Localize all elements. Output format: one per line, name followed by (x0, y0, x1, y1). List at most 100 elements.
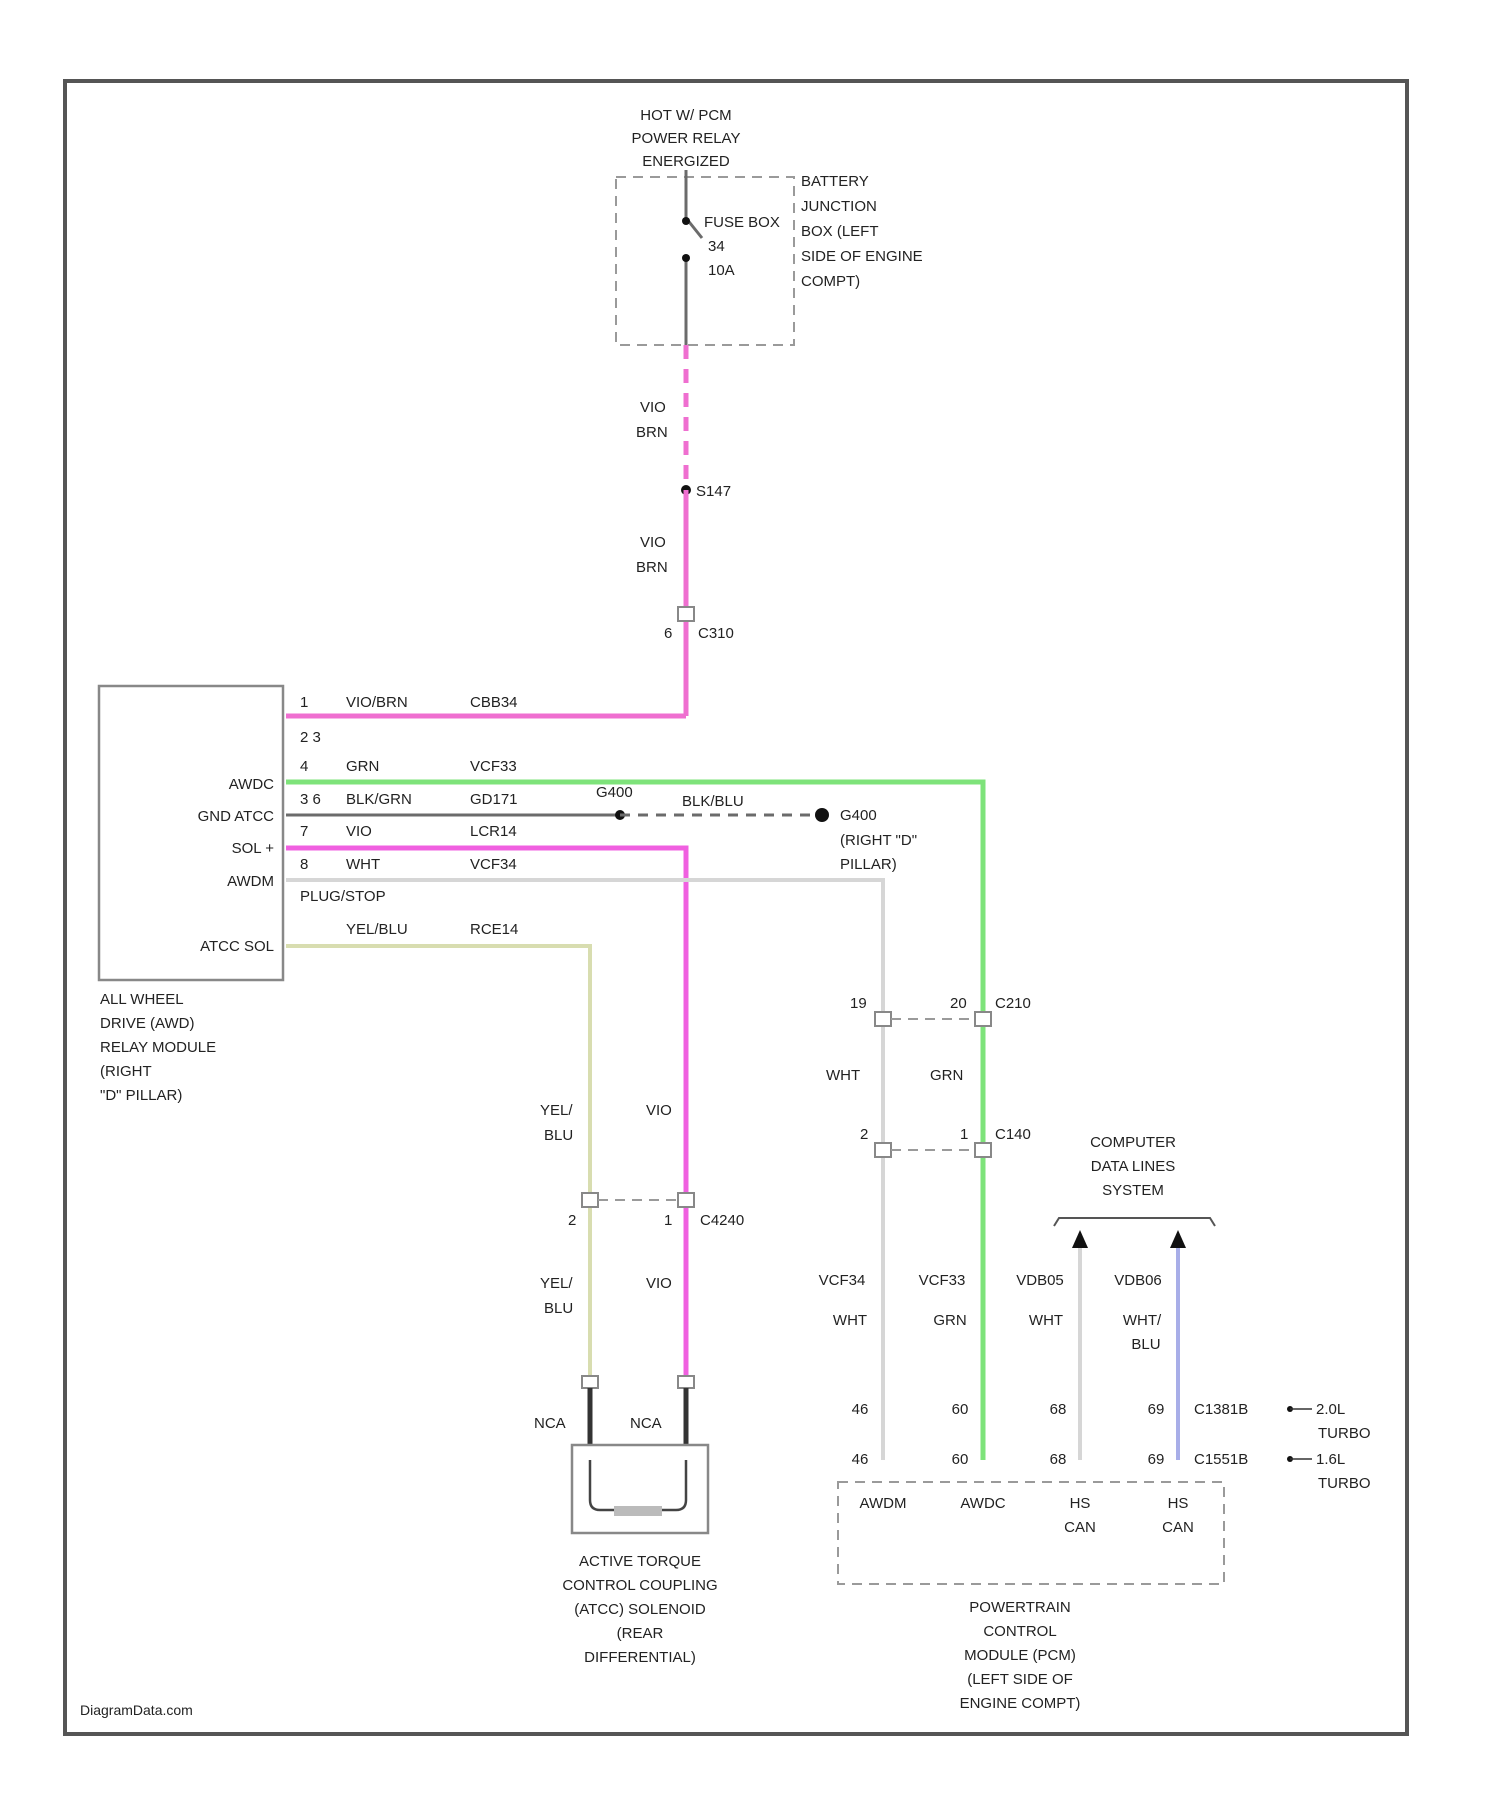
pcm-color-2: GRN (933, 1312, 966, 1329)
ground-wire-label: BLK/BLU (682, 793, 744, 810)
bjb-label-3: BOX (LEFT (801, 223, 879, 240)
c140-label: C140 (995, 1126, 1031, 1143)
pcm-label-5: ENGINE COMPT) (960, 1695, 1081, 1712)
cdl-arrow-a (1072, 1230, 1088, 1248)
pin-7-num: 7 (300, 823, 308, 840)
pcm-row2-pin-3: 68 (1050, 1451, 1067, 1468)
c210-wire-a: WHT (826, 1067, 860, 1084)
awd-pin-gnd-atcc: GND ATCC (198, 808, 275, 825)
nca-b: NCA (630, 1415, 662, 1432)
variant-1-a: 2.0L (1316, 1401, 1345, 1418)
yel-blu-lower-2: BLU (544, 1300, 573, 1317)
pcm-circuit-2: VCF33 (919, 1272, 966, 1289)
c210-pin-a (875, 1012, 891, 1026)
pin-7-color: VIO (346, 823, 372, 840)
cdl-label-3: SYSTEM (1102, 1182, 1164, 1199)
pin-4-num: 4 (300, 758, 308, 775)
c4240-pin-b-num: 1 (664, 1212, 672, 1229)
pcm-label-3: MODULE (PCM) (964, 1647, 1076, 1664)
bjb-label-5: COMPT) (801, 273, 860, 290)
awd-pin-awdc: AWDC (229, 776, 274, 793)
pcm-row1-pin-3: 68 (1050, 1401, 1067, 1418)
cdl-arrow-b (1170, 1230, 1186, 1248)
awd-pin-sol-plus: SOL + (232, 840, 275, 857)
pcm-row1-pin-1: 46 (852, 1401, 869, 1418)
atcc-label-5: DIFFERENTIAL) (584, 1649, 696, 1666)
c140-pin-b-num: 1 (960, 1126, 968, 1143)
c310-pin: 6 (664, 625, 672, 642)
bjb-label-1: BATTERY (801, 173, 869, 190)
ground-loc-1: (RIGHT "D" (840, 832, 917, 849)
c140-pin-b (975, 1143, 991, 1157)
c140-pin-a (875, 1143, 891, 1157)
fuse-contact-top (682, 217, 690, 225)
vio-lower: VIO (646, 1275, 672, 1292)
c210-pin-b (975, 1012, 991, 1026)
atcc-conn-a (582, 1376, 598, 1388)
pcm-pin-hs-1: HS (1070, 1495, 1091, 1512)
pcm-label-1: POWERTRAIN (969, 1599, 1070, 1616)
pin-4-color: GRN (346, 758, 379, 775)
g400-splice-label: G400 (596, 784, 633, 801)
pcm-color-4: WHT/ (1123, 1312, 1162, 1329)
c4240-pin-a (582, 1193, 598, 1207)
fuse-34 (686, 218, 702, 345)
battery-junction-box-outline (616, 177, 794, 345)
ground-g400-label: G400 (840, 807, 877, 824)
pcm-pin-awdc: AWDC (960, 1495, 1005, 1512)
bjb-label-2: JUNCTION (801, 198, 877, 215)
supply-label-1: HOT W/ PCM (640, 107, 731, 124)
pcm-row1-pin-2: 60 (952, 1401, 969, 1418)
atcc-coil-block (614, 1506, 662, 1516)
ground-g400 (815, 808, 829, 822)
atcc-label-4: (REAR (617, 1625, 664, 1642)
atcc-conn-b (678, 1376, 694, 1388)
awd-module-label-5: "D" PILLAR) (100, 1087, 182, 1104)
wire-wht-vcf34 (286, 880, 883, 1460)
pcm-color-1: WHT (833, 1312, 867, 1329)
pcm-label-4: (LEFT SIDE OF (967, 1671, 1073, 1688)
c210-label: C210 (995, 995, 1031, 1012)
pcm-row2-pin-2: 60 (952, 1451, 969, 1468)
cdl-label-2: DATA LINES (1091, 1158, 1175, 1175)
pcm-pin-can-2: CAN (1162, 1519, 1194, 1536)
pin-9-color: PLUG/STOP (300, 888, 386, 905)
supply-label-2: POWER RELAY (632, 130, 741, 147)
pcm-color-3: WHT (1029, 1312, 1063, 1329)
pcm-color-4b: BLU (1131, 1336, 1160, 1353)
pcm-row2-pin-4: 69 (1148, 1451, 1165, 1468)
wire-label-brn-2: BRN (636, 559, 668, 576)
yel-blu-upper-1: YEL/ (540, 1102, 573, 1119)
pcm-pin-awdm: AWDM (860, 1495, 907, 1512)
pcm-label-2: CONTROL (983, 1623, 1056, 1640)
atcc-label-3: (ATCC) SOLENOID (574, 1601, 706, 1618)
c210-pin-a-num: 19 (850, 995, 867, 1012)
c210-wire-b: GRN (930, 1067, 963, 1084)
wire-grn-vcf33 (286, 782, 983, 1460)
supply-label-3: ENERGIZED (642, 153, 730, 170)
atcc-label-2: CONTROL COUPLING (562, 1577, 717, 1594)
conn-c1551b: C1551B (1194, 1451, 1248, 1468)
pin-2-num: 2 3 (300, 729, 321, 746)
awd-module-label-3: RELAY MODULE (100, 1039, 216, 1056)
wire-label-vio-2: VIO (640, 534, 666, 551)
fuse-label-1: FUSE BOX (704, 214, 780, 231)
pcm-row2-pin-1: 46 (852, 1451, 869, 1468)
atcc-label-1: ACTIVE TORQUE (579, 1553, 701, 1570)
pin-1-circuit: CBB34 (470, 694, 518, 711)
variant-1-b: TURBO (1318, 1425, 1371, 1442)
nca-a: NCA (534, 1415, 566, 1432)
vio-upper: VIO (646, 1102, 672, 1119)
awd-module-label-2: DRIVE (AWD) (100, 1015, 194, 1032)
awd-pin-awdm: AWDM (227, 873, 274, 890)
pin-1-color: VIO/BRN (346, 694, 408, 711)
pin-10-color: YEL/BLU (346, 921, 408, 938)
c4240-label: C4240 (700, 1212, 744, 1229)
pcm-pin-hs-2: HS (1168, 1495, 1189, 1512)
pcm-circuit-3: VDB05 (1016, 1272, 1064, 1289)
fuse-contact-bottom (682, 254, 690, 262)
c4240-pin-b (678, 1193, 694, 1207)
wire-label-brn-1: BRN (636, 424, 668, 441)
pin-8-circuit: VCF34 (470, 856, 517, 873)
